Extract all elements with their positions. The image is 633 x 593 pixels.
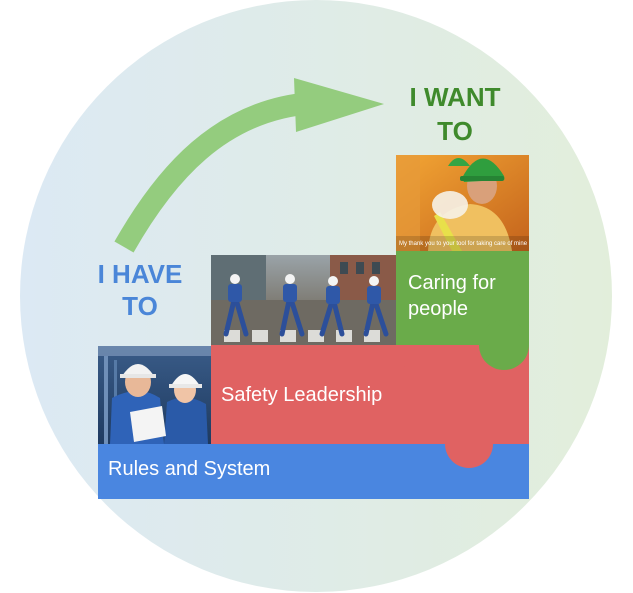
- crosswalk-photo: [211, 255, 396, 345]
- i-have-to-line1: I HAVE: [97, 259, 183, 289]
- workers-photo: [98, 346, 211, 444]
- i-want-to-label: I WANT TO: [380, 80, 530, 148]
- i-want-to-line1: I WANT: [409, 82, 501, 112]
- caring-for-people-line1: Caring for: [408, 272, 496, 294]
- i-have-to-label: I HAVE TO: [80, 258, 200, 322]
- rules-and-system-label: Rules and System: [108, 458, 271, 480]
- caring-for-people-step: [396, 251, 529, 370]
- safety-leadership-label: Safety Leadership: [221, 384, 383, 406]
- i-have-to-line2: TO: [122, 291, 158, 321]
- caring-photo-caption: My thank you to your tool for taking car…: [398, 241, 528, 247]
- caring-photo-caption-bar: [396, 236, 529, 251]
- caring-for-people-line2: people: [408, 298, 469, 320]
- growth-arrow: [114, 78, 384, 253]
- caring-for-people-label: Caring for people: [408, 270, 528, 322]
- i-want-to-line2: TO: [437, 116, 473, 146]
- caring-photo: [396, 155, 529, 251]
